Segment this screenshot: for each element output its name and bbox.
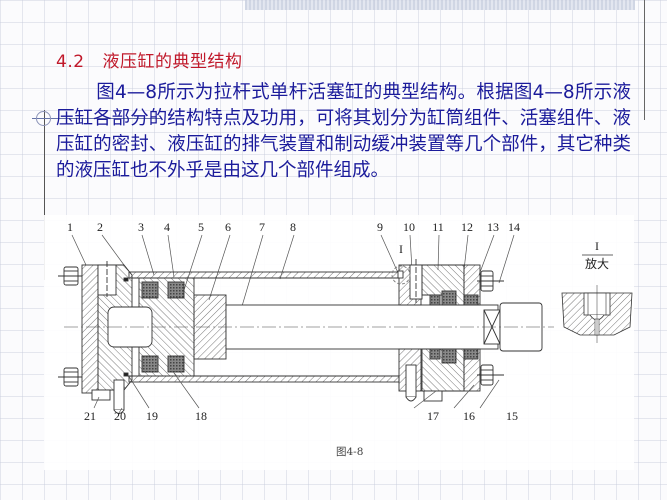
horizontal-accent-rule	[32, 118, 162, 119]
part-label: 15	[506, 409, 518, 423]
part-label: 19	[146, 409, 158, 423]
part-label: 16	[463, 409, 475, 423]
part-label: 9	[377, 220, 383, 234]
part-label: 1	[67, 220, 73, 234]
piston-seal-bottom-left	[141, 355, 159, 373]
part-label: 17	[427, 409, 439, 423]
top-part-labels: 1 2 3 4 5 6 7 8 9 10 11 12 13 14 I	[67, 220, 520, 256]
part-label: 2	[97, 220, 103, 234]
part-label: 6	[225, 220, 231, 234]
piston-seal-bottom-right	[167, 355, 185, 373]
front-throttle-valve	[405, 364, 417, 398]
left-margin-rule	[44, 110, 45, 280]
dust-seal-bottom	[463, 348, 479, 360]
detail-marker-label: I	[399, 242, 403, 256]
crosshair-decoration-icon	[36, 111, 51, 126]
rear-flange	[81, 264, 99, 394]
piston-seal-top-left	[141, 281, 159, 299]
part-label: 14	[508, 220, 520, 234]
throttle-valve	[113, 379, 125, 411]
rear-tie-rod-nut-top	[58, 266, 82, 286]
rod-seal-bottom	[441, 348, 457, 364]
body-paragraph: 图4—8所示为拉杆式单杆活塞缸的典型结构。根据图4—8所示液压缸各部分的结构特点…	[56, 80, 631, 184]
front-tie-rod-nut-bottom	[477, 364, 504, 386]
part-label: 12	[461, 220, 473, 234]
barrel-wall-top	[128, 271, 400, 279]
part-label: 3	[138, 220, 144, 234]
part-label: 10	[403, 220, 415, 234]
header-decoration-band	[245, 0, 635, 10]
bottom-part-labels: 21 20 19 18 17 16 15	[84, 409, 518, 423]
part-label: 13	[487, 220, 499, 234]
dust-seal-top	[463, 294, 479, 306]
detail-view-i: I 放大	[561, 239, 633, 343]
right-margin-rule	[644, 0, 645, 120]
bottom-leader-lines	[93, 372, 500, 414]
detail-i-circle	[391, 265, 411, 285]
part-label: 5	[198, 220, 204, 234]
figure-panel: 1 2 3 4 5 6 7 8 9 10 11 12 13 14 I	[44, 215, 634, 470]
barrel-wall-bottom	[128, 375, 400, 383]
front-tie-rod-nut-top	[477, 270, 504, 292]
part-label: 18	[195, 409, 207, 423]
bleed-screw	[91, 389, 111, 401]
section-heading: 4.2 液压缸的典型结构	[56, 47, 243, 72]
part-label: 21	[84, 409, 96, 423]
front-bleed-screw	[423, 390, 443, 402]
part-label: 20	[114, 409, 126, 423]
part-label: 7	[259, 220, 265, 234]
section-number: 4.2	[56, 52, 85, 72]
hydraulic-cylinder-drawing: 1 2 3 4 5 6 7 8 9 10 11 12 13 14 I	[58, 220, 633, 423]
part-label: 4	[164, 220, 170, 234]
detail-view-title: I	[595, 239, 599, 253]
part-label: 8	[290, 220, 296, 234]
paragraph-text: 图4—8所示为拉杆式单杆活塞缸的典型结构。根据图4—8所示液压缸各部分的结构特点…	[56, 82, 631, 181]
rod-seal-top	[441, 290, 457, 306]
part-label: 11	[432, 220, 444, 234]
detail-view-subtitle: 放大	[585, 256, 609, 271]
figure-caption: 图4-8	[336, 446, 364, 458]
rear-tie-rod-nut-bottom	[58, 367, 82, 387]
piston-seal-top-right	[167, 281, 185, 299]
section-title-text: 液压缸的典型结构	[102, 52, 243, 72]
